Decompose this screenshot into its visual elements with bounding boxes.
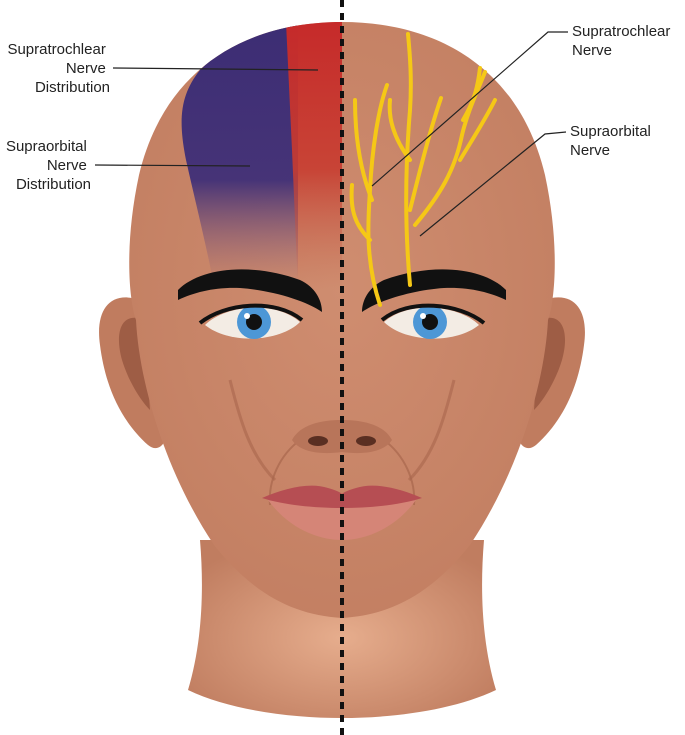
right-eye: [380, 303, 486, 339]
right-eyebrow: [362, 269, 506, 312]
nerve-branches: [349, 32, 497, 307]
leader-supratrochlear-distribution: [112, 67, 319, 71]
label-supratrochlear-nerve: Supratrochlear Nerve: [572, 23, 675, 59]
leader-supraorbital-distribution: [94, 164, 251, 167]
leader-supraorbital-nerve: [419, 131, 567, 237]
label-supraorbital-nerve: Supraorbital Nerve: [570, 123, 655, 159]
label-supratrochlear-distribution: Supratrochlear Nerve Distribution: [7, 41, 110, 96]
nose: [292, 340, 392, 454]
right-nostril: [356, 436, 376, 446]
label-supraorbital-distribution: Supraorbital Nerve Distribution: [6, 138, 91, 193]
left-eyebrow: [178, 269, 322, 312]
cheek-shadow-left: [228, 379, 277, 482]
supratrochlear-distribution-zone: [286, 22, 342, 290]
leader-supratrochlear-nerve: [371, 31, 568, 187]
cheek-shadow-right: [407, 379, 456, 482]
left-eye: [198, 303, 304, 339]
supraorbital-distribution-zone: [181, 22, 298, 285]
left-nostril: [308, 436, 328, 446]
